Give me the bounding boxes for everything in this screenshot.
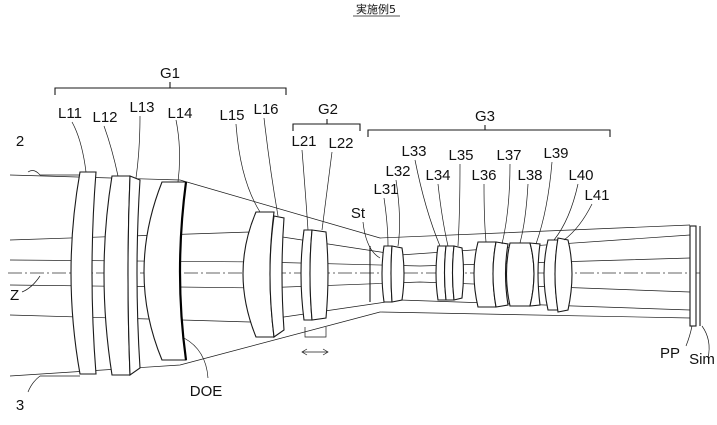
- leader-l40: [553, 183, 579, 241]
- g3-bracket: [367, 125, 611, 137]
- label-l13: L13: [129, 99, 154, 116]
- leader-l39: [535, 161, 553, 245]
- label-l36: L36: [471, 167, 496, 184]
- lens-l35: [451, 245, 465, 301]
- lens-l41: [554, 237, 573, 313]
- label-l35: L35: [448, 147, 473, 164]
- label-l15: L15: [219, 107, 244, 124]
- label-l16: L16: [253, 101, 278, 118]
- leader-axis: [21, 275, 41, 293]
- leader-l12: [103, 125, 119, 177]
- figure-title: 実施例5: [356, 2, 396, 16]
- g2-travel-bracket: [304, 327, 327, 338]
- label-ray-3: 3: [16, 397, 24, 414]
- label-l33: L33: [401, 143, 426, 160]
- label-l34: L34: [425, 167, 450, 184]
- label-l22: L22: [328, 135, 353, 152]
- lens-l12: [103, 175, 131, 376]
- lens-l32: [390, 245, 405, 303]
- label-pp: PP: [660, 345, 680, 362]
- lens-l15: [242, 211, 275, 338]
- leader-ray-lower: [27, 375, 41, 393]
- leader-l13: [135, 115, 141, 179]
- lens-l13: [127, 175, 141, 377]
- lens-l22: [309, 229, 329, 321]
- leader-l15: [235, 123, 261, 213]
- leader-l16: [263, 117, 279, 217]
- leader-l33: [414, 159, 441, 247]
- lens-l37: [492, 241, 509, 308]
- leader-sim: [701, 325, 710, 359]
- label-l14: L14: [167, 105, 192, 122]
- prism-pp: [689, 225, 697, 327]
- leader-st: [362, 221, 381, 259]
- g3-label: G3: [475, 108, 495, 125]
- leader-l11: [71, 121, 87, 173]
- leader-l35: [457, 163, 461, 247]
- label-l38: L38: [517, 167, 542, 184]
- g2-bracket: [292, 119, 361, 131]
- lens-l39: [529, 242, 541, 307]
- leader-ray-upper: [27, 170, 41, 176]
- label-sim: Sim: [689, 351, 715, 368]
- g2-label: G2: [318, 101, 338, 118]
- label-l41: L41: [584, 187, 609, 204]
- label-ray-2: 2: [16, 133, 24, 150]
- g1-label: G1: [160, 65, 180, 82]
- leader-l34: [437, 183, 449, 247]
- leader-l32: [395, 179, 400, 247]
- leader-l21: [301, 149, 309, 231]
- g2-arrow-heads: [301, 348, 329, 356]
- lens-l16: [269, 215, 285, 338]
- label-l11: L11: [58, 105, 82, 122]
- leader-l36: [483, 183, 487, 243]
- leader-doe: [183, 337, 209, 379]
- lens-l38: [505, 242, 535, 307]
- label-l31: L31: [373, 181, 398, 198]
- leader-l14: [175, 119, 180, 183]
- doe-surface: [178, 181, 188, 361]
- label-doe: DOE: [190, 383, 223, 400]
- label-axis-z: Z: [10, 287, 19, 304]
- label-l32: L32: [385, 163, 410, 180]
- label-l40: L40: [568, 167, 593, 184]
- g1-bracket: [54, 82, 287, 95]
- leader-lines: [21, 115, 710, 393]
- leader-l22: [321, 151, 333, 231]
- lens-l11: [70, 171, 97, 375]
- leader-pp: [685, 325, 693, 347]
- leader-l41: [563, 203, 593, 241]
- label-l37: L37: [496, 147, 521, 164]
- leader-l31: [383, 197, 389, 247]
- label-st: St: [351, 205, 366, 222]
- label-l12: L12: [92, 109, 117, 126]
- leader-l38: [519, 183, 529, 244]
- label-l21: L21: [291, 133, 316, 150]
- leader-l37: [501, 163, 511, 245]
- label-l39: L39: [543, 145, 568, 162]
